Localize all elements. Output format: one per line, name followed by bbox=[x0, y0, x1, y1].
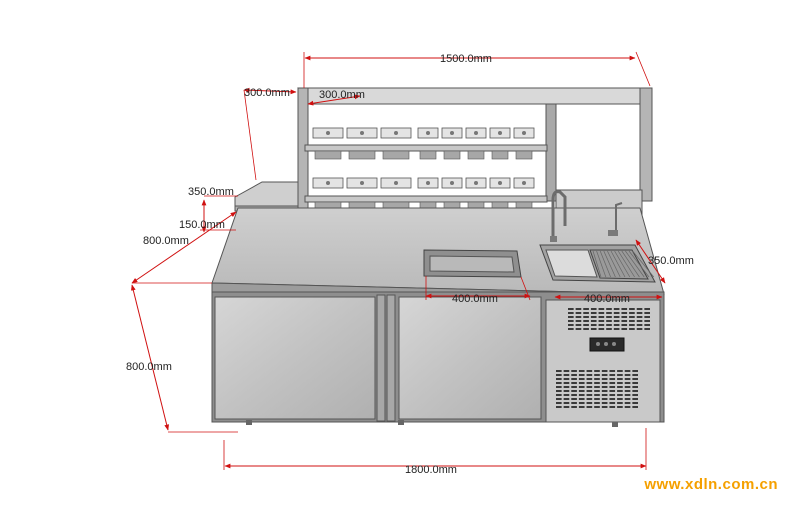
food-pan bbox=[417, 127, 439, 160]
dim-shelf-inner-depth: 300.0mm bbox=[319, 89, 365, 101]
food-pan bbox=[441, 127, 463, 160]
food-pan bbox=[346, 127, 378, 160]
food-pan bbox=[489, 127, 511, 160]
food-pan bbox=[513, 177, 535, 211]
right-door-handle bbox=[386, 294, 396, 422]
food-pan bbox=[465, 177, 487, 211]
dim-side-shelf-height: 150.0mm bbox=[179, 219, 225, 231]
food-pan bbox=[312, 127, 344, 160]
left-door-handle bbox=[376, 294, 386, 422]
right-door bbox=[398, 296, 542, 420]
food-pan bbox=[465, 127, 487, 160]
compressor-vents bbox=[556, 308, 650, 408]
dim-sink-depth: 350.0mm bbox=[648, 255, 694, 267]
site-watermark: www.xdln.com.cn bbox=[644, 476, 778, 493]
food-pan bbox=[489, 177, 511, 211]
side-shelf bbox=[234, 181, 299, 212]
dimension-labels: 1500.0mm 300.0mm 300.0mm 350.0mm 150.0mm… bbox=[126, 53, 694, 476]
dim-overall-length: 1800.0mm bbox=[405, 464, 457, 476]
food-pan bbox=[312, 177, 344, 211]
dim-sink-width: 400.0mm bbox=[584, 293, 630, 305]
food-pan bbox=[441, 177, 463, 211]
insert-well bbox=[423, 249, 522, 278]
sink-area bbox=[539, 190, 656, 283]
dim-shelf-height: 350.0mm bbox=[188, 186, 234, 198]
dim-shelf-depth: 300.0mm bbox=[244, 87, 290, 99]
food-pan bbox=[380, 127, 412, 160]
food-pan bbox=[380, 177, 412, 211]
food-pan bbox=[513, 127, 535, 160]
dim-insert-well-width: 400.0mm bbox=[452, 293, 498, 305]
food-pan bbox=[346, 177, 378, 211]
cabinet-body bbox=[211, 291, 665, 427]
left-door bbox=[214, 296, 376, 420]
food-pan bbox=[417, 177, 439, 211]
dim-counter-height: 800.0mm bbox=[126, 361, 172, 373]
dim-top-width: 1500.0mm bbox=[440, 53, 492, 65]
dim-counter-depth: 800.0mm bbox=[143, 235, 189, 247]
food-pans bbox=[312, 127, 535, 211]
upper-shelf-frame bbox=[297, 87, 653, 227]
dimension-lines bbox=[130, 51, 666, 470]
